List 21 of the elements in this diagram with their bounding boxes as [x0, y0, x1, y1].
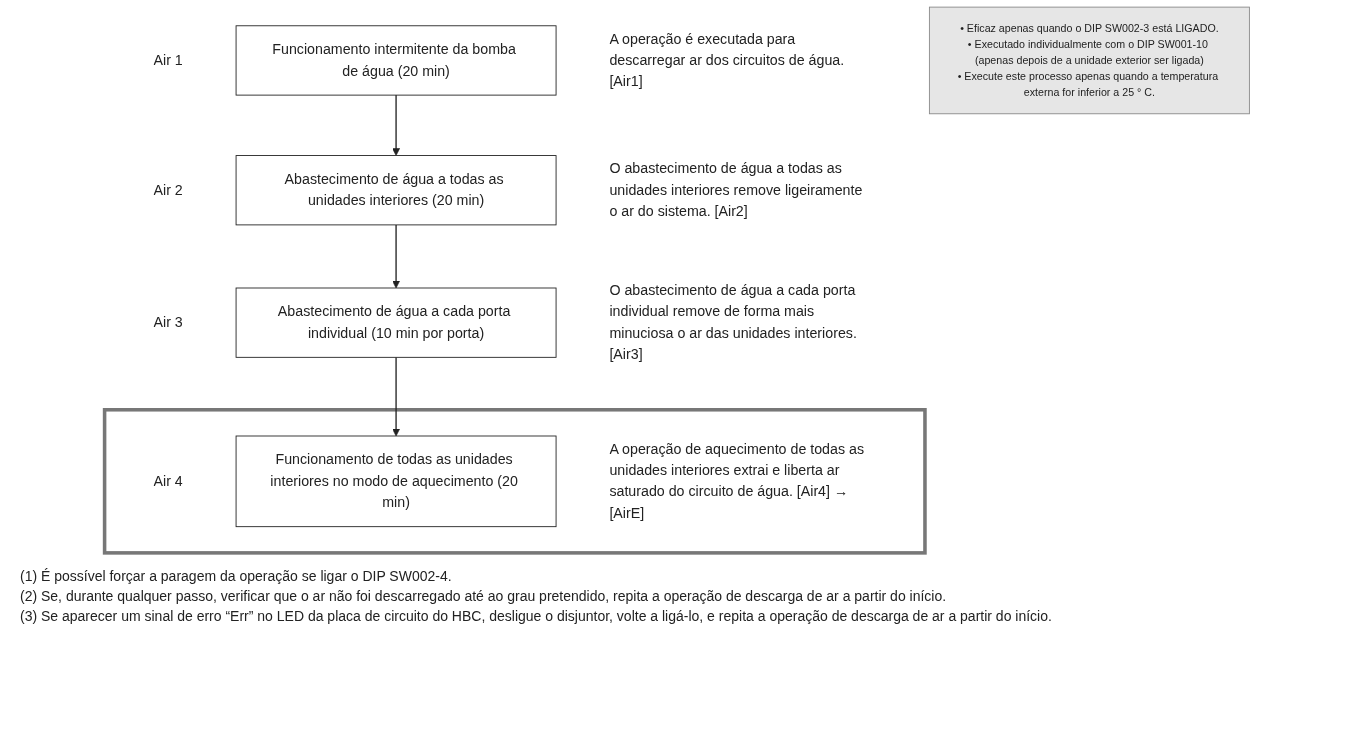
- flowchart-drawing: Air 1 Funcionamento intermitente da bomba de água (20 min) A operação é executada para descarregar ar dos circuitos de água. [Air1] Air 2 Abastecimento de água a todas as unidades interiores (20 min) O abastecimento de água a todas as unidades interiores remove ligeiramente o ar do sistema. [Air2] Air 3 Abastecimento de água a cada porta individual (10 min por porta) O abastecimento de água a cada porta individual remove de forma mais minuciosa o ar das unidades interiores. [Air3] Air 4 Funcionamento de todas as unidades interiores no modo de aquecimento (20 min) A operação de aquecimento de todas as unidades interiores extrai e liberta ar saturado do circuito de água. [Air4] → [AirE] • Eficaz apenas quando o DIP SW002-3 está LIGADO. • Executado individualmente com o DIP SW001-10 (apenas depois de a unidade exterior ser ligada) • Execute este processo apenas quando a temperatura externa for inferior a 25 ° C.: [0, 0, 1354, 560]
- node-label: Air 3: [153, 314, 183, 330]
- node-label: Air 2: [153, 182, 183, 198]
- node-box: [235, 287, 557, 358]
- node-label: O abastecimento de água a todas as unidades interiores remove ligeiramente o ar do sistema. [Air2]: [609, 160, 863, 219]
- node-label: O abastecimento de água a cada porta individual remove de forma mais minuciosa o ar das unidades interiores. [Air3]: [609, 282, 857, 362]
- cluster: [102, 408, 927, 555]
- arrow: [392, 224, 400, 289]
- node-label: Air 1: [153, 52, 183, 68]
- arrow: [392, 94, 400, 156]
- arrow: [392, 356, 400, 437]
- node-box: [235, 435, 557, 528]
- node-label: A operação é executada para descarregar ar dos circuitos de água. [Air1]: [609, 31, 845, 89]
- node-label: Air 4: [153, 473, 183, 489]
- footnote: (2) Se, durante qualquer passo, verificar que o ar não foi descarregado até ao grau pretendido, repita a operação de descarga de ar a partir do início.: [20, 588, 948, 604]
- node-box: [928, 6, 1250, 115]
- node-label: A operação de aquecimento de todas as unidades interiores extrai e liberta ar saturado do circuito de água. [Air4] → [AirE]: [609, 441, 865, 521]
- node-box: [235, 155, 557, 226]
- footnote: (3) Se aparecer um sinal de erro “Err” no LED da placa de circuito do HBC, desligue o disjuntor, volte a ligá-lo, e repita a operação de descarga de ar a partir do início.: [20, 608, 1053, 624]
- footnote: (1) É possível forçar a paragem da operação se ligar o DIP SW002-4.: [20, 568, 453, 584]
- node-box: [235, 25, 557, 96]
